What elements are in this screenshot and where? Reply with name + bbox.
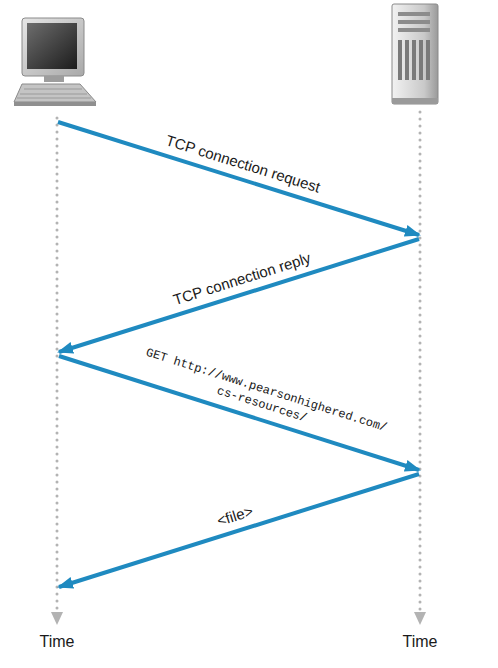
server-icon — [392, 4, 438, 104]
message-arrow — [59, 239, 419, 352]
message-arrows — [58, 122, 419, 587]
time-axis — [51, 112, 426, 625]
computer-icon — [14, 18, 96, 106]
message-arrow — [58, 122, 419, 235]
request-line: GET http://www.pearsonhighered.com/ cs-r… — [134, 344, 393, 452]
message-arrow — [59, 474, 419, 587]
axis-label: Time — [38, 632, 77, 651]
axis-label: Time — [401, 632, 440, 651]
message-arrow — [59, 356, 419, 470]
